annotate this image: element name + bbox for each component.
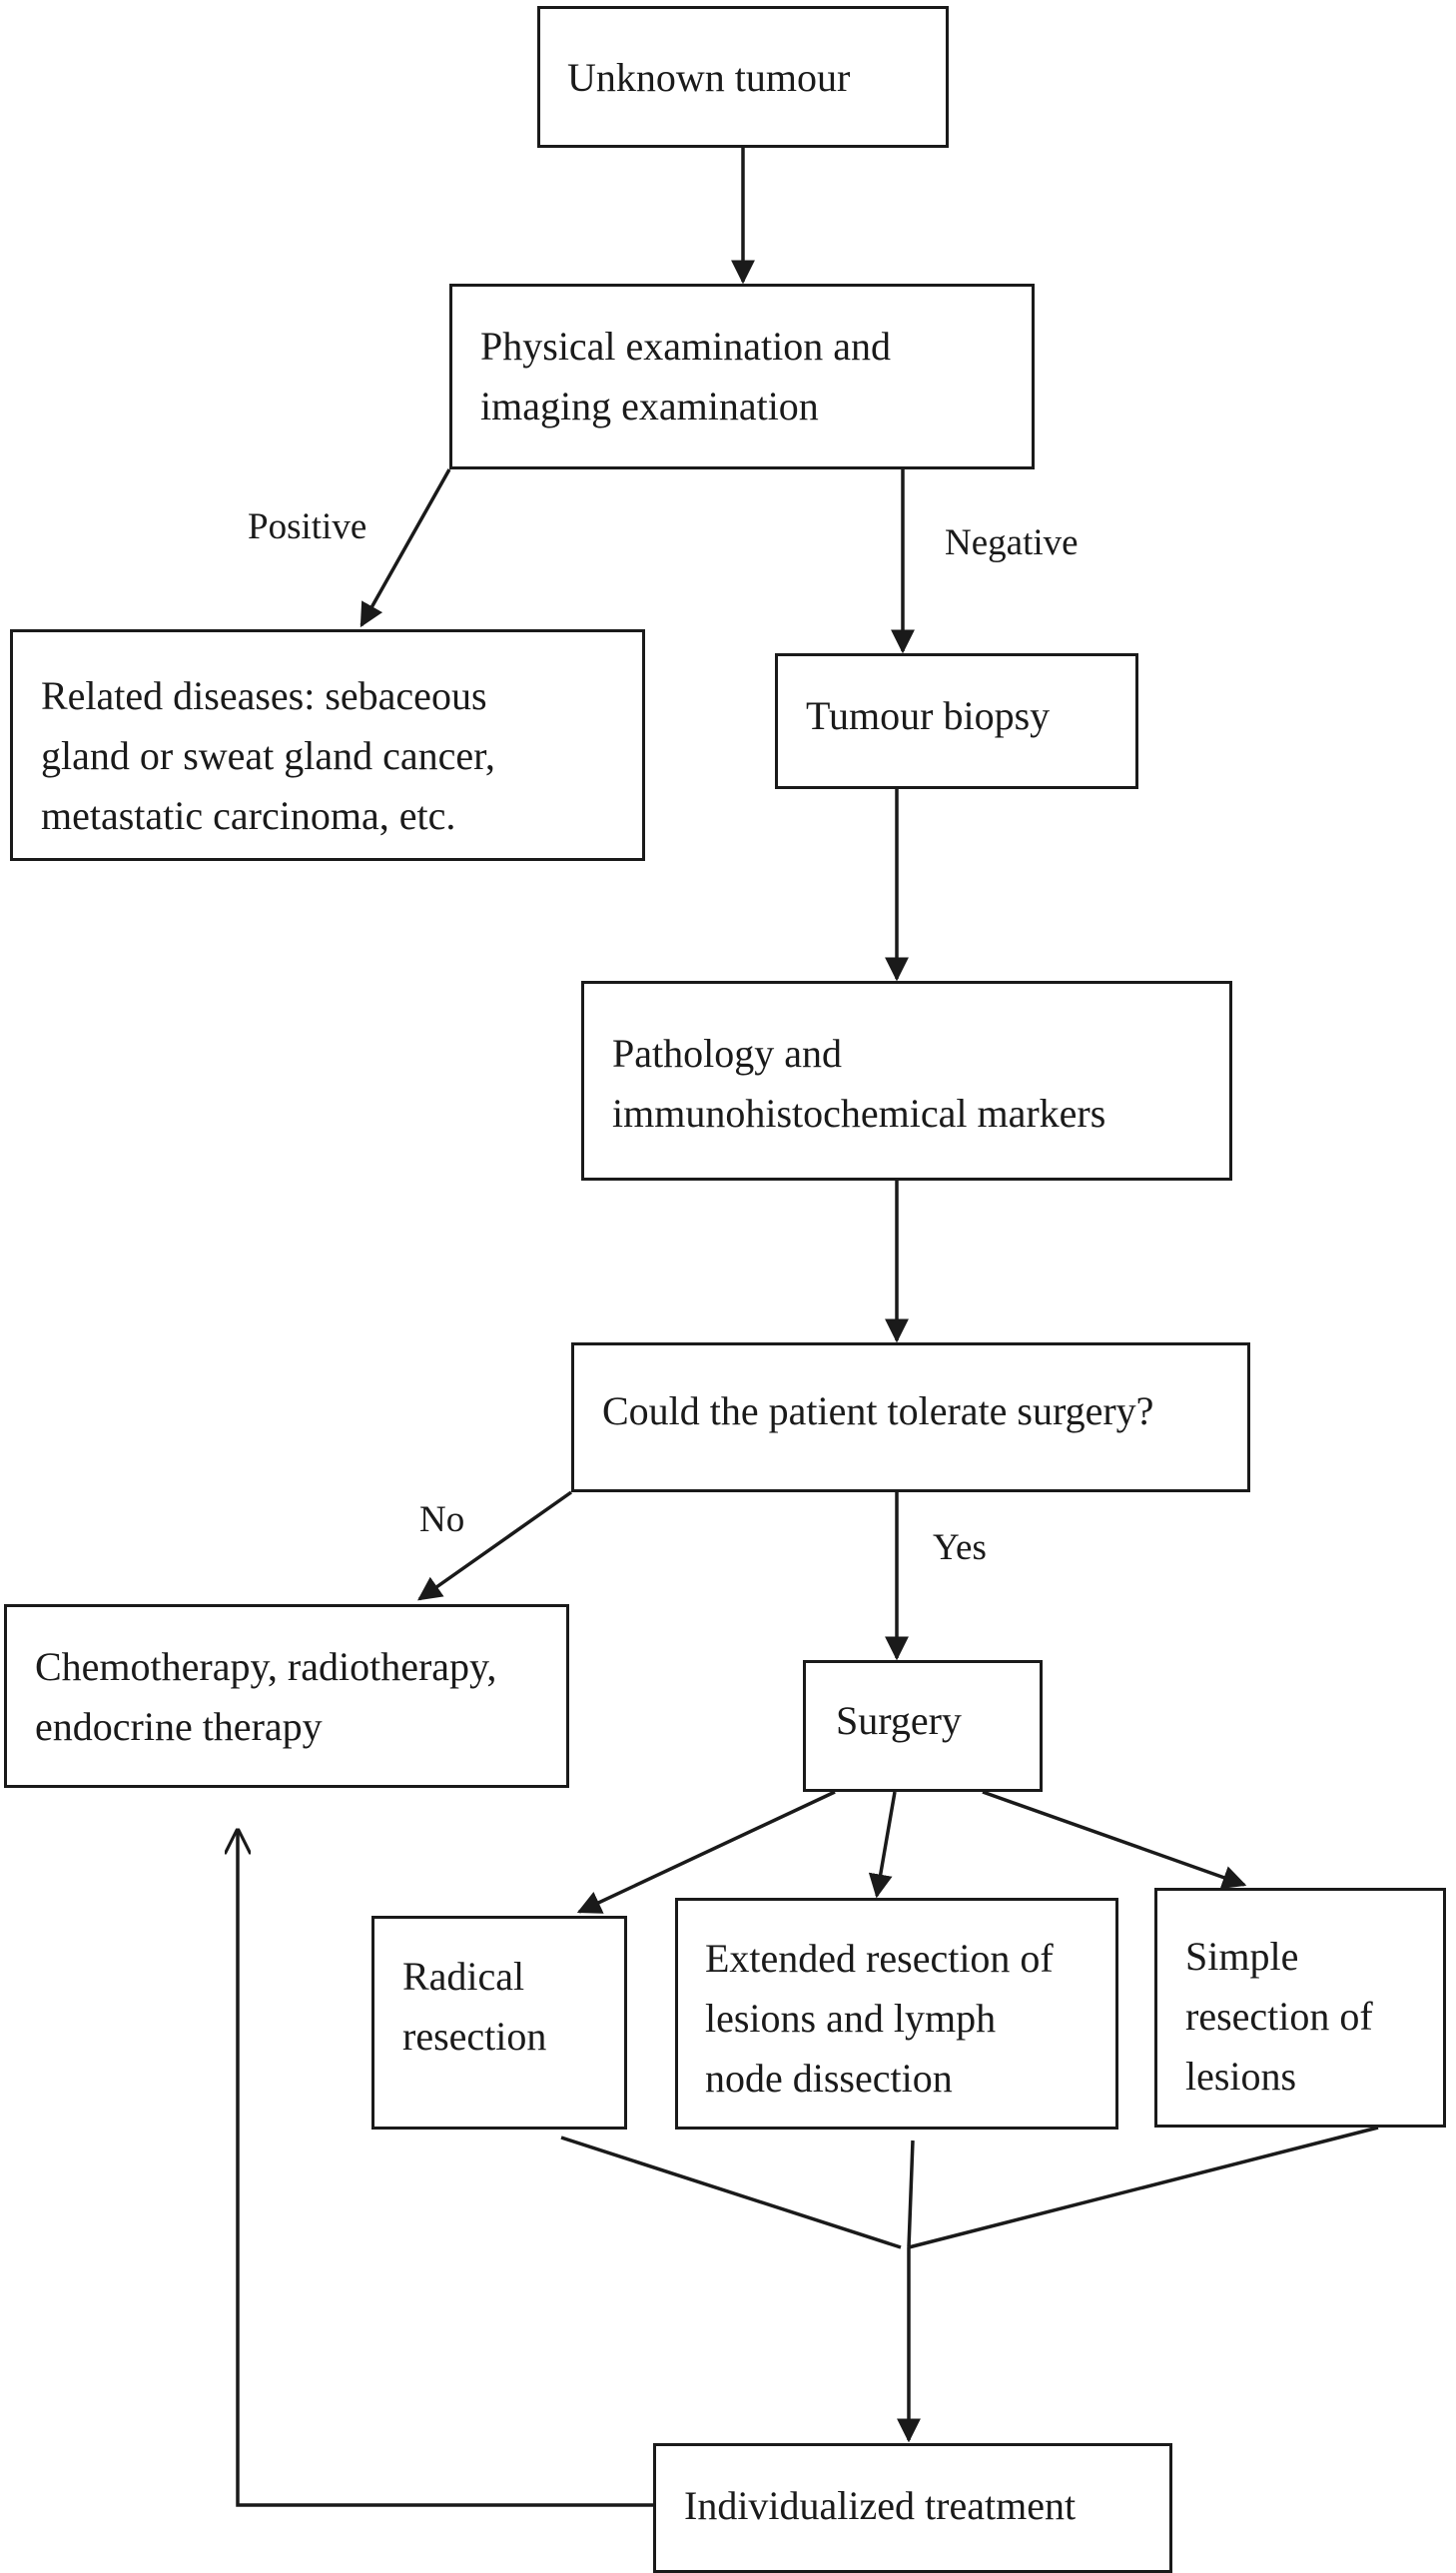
line-simple-to-merge [908,2126,1379,2249]
node-unknown-tumour-line-1: Unknown tumour [567,55,851,100]
node-physical-exam: Physical examination and imaging examina… [449,284,1035,469]
node-extended-resection-line-3: node dissection [705,2056,953,2101]
node-surgery-line-1: Surgery [836,1698,962,1743]
node-tolerate-surgery-line-1: Could the patient tolerate surgery? [602,1388,1154,1433]
arrow-tolerate-to-chemo [417,1490,573,1601]
node-simple-resection-line-3: lesions [1185,2054,1297,2099]
node-extended-resection: Extended resection of lesions and lymph … [675,1898,1118,2130]
edge-label-positive: Positive [248,506,367,547]
edge-label-negative: Negative [945,522,1079,563]
node-individualized-treatment: Individualized treatment [653,2443,1172,2573]
node-physical-exam-line-2: imaging examination [480,384,819,429]
node-extended-resection-line-2: lesions and lymph [705,1996,997,2041]
node-extended-resection-line-1: Extended resection of [705,1936,1054,1981]
node-related-diseases-line-1: Related diseases: sebaceous [41,673,487,718]
node-simple-resection: Simple resection of lesions [1154,1888,1446,2128]
node-pathology: Pathology and immunohistochemical marker… [581,981,1232,1181]
node-related-diseases-line-3: metastatic carcinoma, etc. [41,793,456,838]
edge-label-no: No [419,1499,465,1540]
node-chemo-line-1: Chemotherapy, radiotherapy, [35,1644,497,1689]
node-related-diseases: Related diseases: sebaceous gland or swe… [10,629,645,861]
node-pathology-line-2: immunohistochemical markers [612,1091,1106,1136]
arrow-surgery-to-extended [868,1791,897,1899]
node-radical-resection: Radical resection [371,1916,627,2130]
edge-label-yes: Yes [933,1527,987,1568]
node-simple-resection-line-2: resection of [1185,1994,1373,2039]
line-radical-to-merge [560,2136,902,2249]
node-related-diseases-line-2: gland or sweat gland cancer, [41,733,495,778]
node-tumour-biopsy: Tumour biopsy [775,653,1138,789]
node-surgery: Surgery [803,1660,1043,1792]
arrow-individualized-to-chemo [238,1831,653,2507]
node-simple-resection-line-1: Simple [1185,1934,1299,1979]
node-chemo: Chemotherapy, radiotherapy, endocrine th… [4,1604,569,1788]
line-extended-to-merge [907,2140,915,2248]
node-individualized-treatment-line-1: Individualized treatment [684,2483,1077,2528]
node-pathology-line-1: Pathology and [612,1031,842,1076]
node-radical-resection-line-2: resection [402,2014,547,2059]
arrow-surgery-to-radical [576,1790,836,1914]
node-radical-resection-line-1: Radical [402,1954,525,1999]
node-tumour-biopsy-line-1: Tumour biopsy [806,693,1051,738]
node-unknown-tumour: Unknown tumour [537,6,949,148]
arrow-surgery-to-simple [982,1790,1247,1890]
arrow-exam-to-related [360,468,451,628]
node-chemo-line-2: endocrine therapy [35,1704,323,1749]
node-tolerate-surgery: Could the patient tolerate surgery? [571,1342,1250,1492]
node-physical-exam-line-1: Physical examination and [480,324,892,369]
